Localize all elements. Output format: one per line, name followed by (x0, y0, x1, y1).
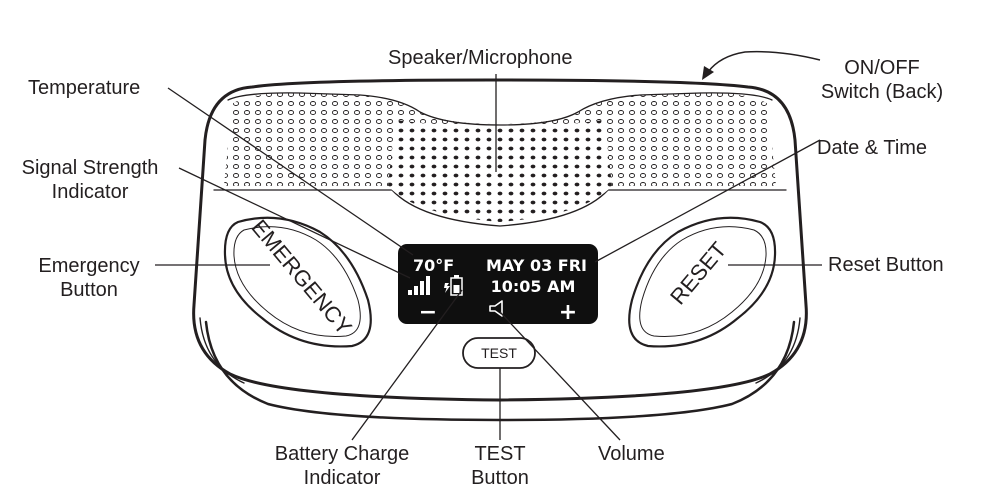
label-battery-charge: Battery Charge Indicator (274, 443, 410, 489)
volume-up-icon: + (559, 300, 577, 325)
lcd-temperature: 70°F (413, 256, 454, 275)
speaker-grille-center (388, 120, 612, 222)
label-date-time: Date & Time (817, 137, 928, 159)
reset-key[interactable]: RESET (628, 216, 777, 348)
label-signal-strength: Signal Strength Indicator (21, 157, 159, 203)
test-key[interactable]: TEST (462, 337, 536, 369)
lcd-date: MAY 03 FRI (486, 256, 587, 275)
speaker-volume-icon (489, 300, 503, 317)
label-temperature: Temperature (28, 77, 141, 99)
signal-strength-icon (408, 276, 430, 295)
label-reset-button: Reset Button (828, 254, 944, 276)
label-on-off-switch: ON/OFF Switch (Back) (820, 57, 944, 103)
lcd-time: 10:05 AM (491, 277, 576, 296)
label-test-button: TEST Button (471, 443, 529, 489)
reset-key-label: RESET (665, 237, 731, 309)
test-key-label: TEST (481, 345, 517, 361)
leader-lines (155, 74, 822, 441)
emergency-key[interactable]: EMERGENCY (223, 215, 372, 348)
label-emergency-button: Emergency Button (38, 255, 140, 301)
volume-down-icon: − (419, 300, 437, 325)
label-speaker-microphone: Speaker/Microphone (388, 47, 573, 69)
battery-icon (444, 275, 463, 296)
lcd-display: 70°F MAY 03 FRI 10:05 AM − + (398, 244, 598, 325)
on-off-arrow (702, 50, 821, 80)
label-volume: Volume (598, 443, 665, 465)
